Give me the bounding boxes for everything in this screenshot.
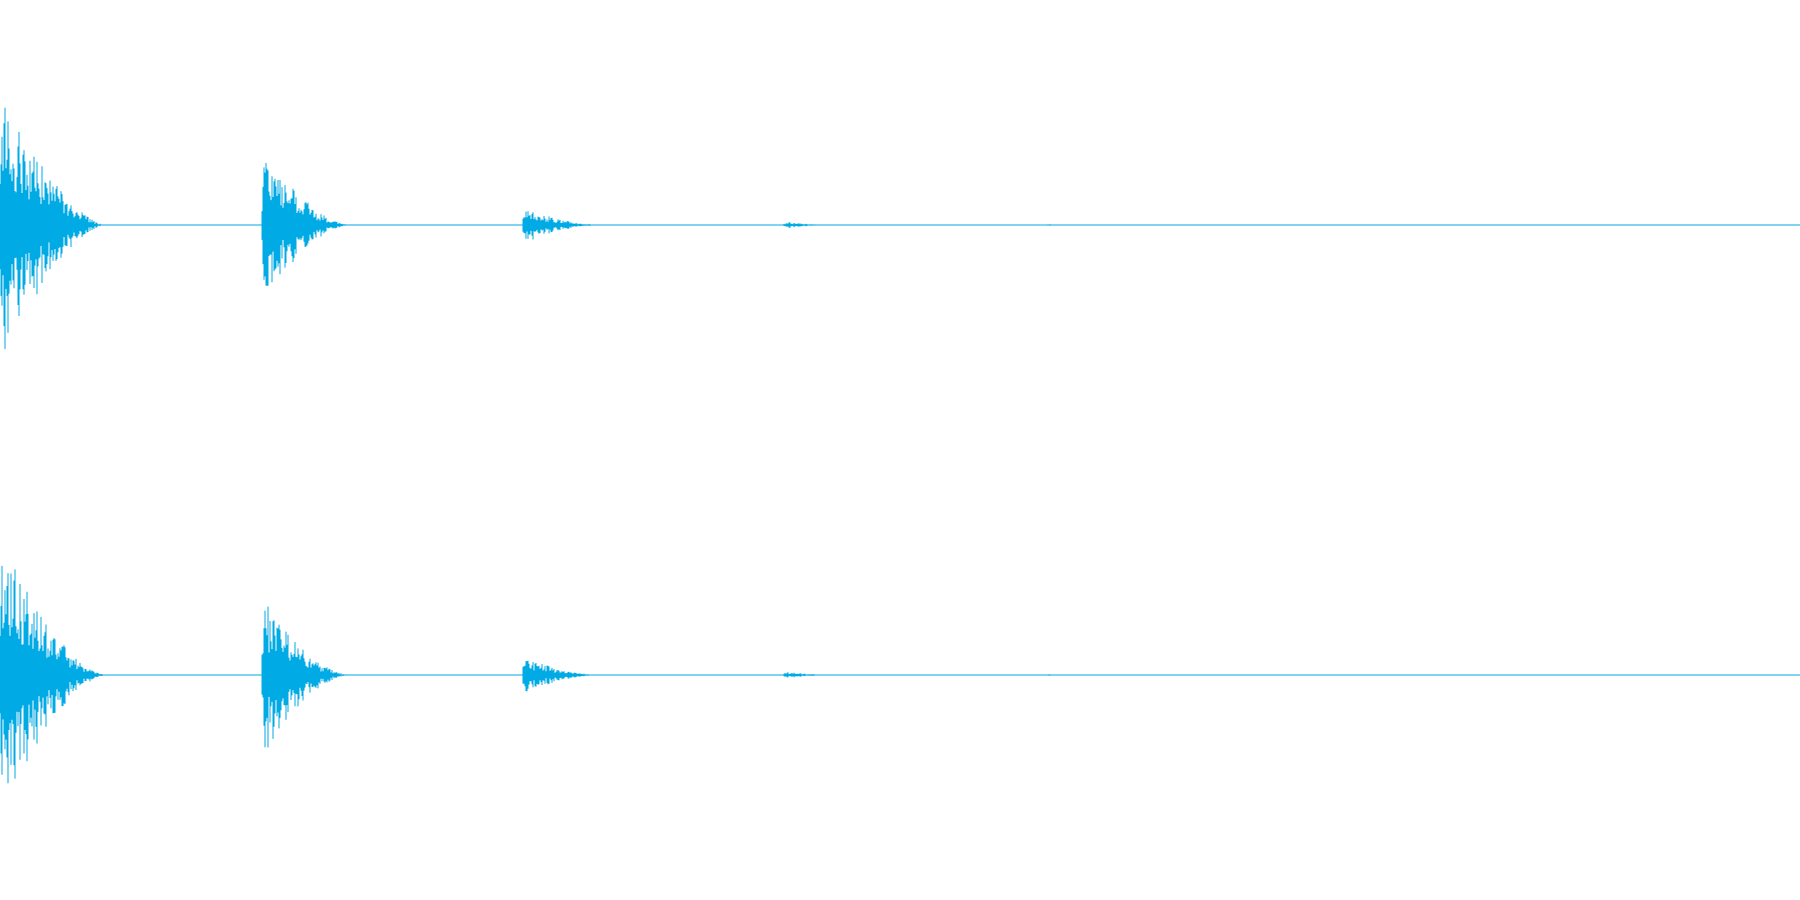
- channel-left-burst-2: [261, 163, 347, 286]
- channel-left-burst-4: [783, 222, 828, 228]
- channel-left-burst-1: [0, 107, 105, 350]
- channel-left-burst-3: [522, 211, 596, 240]
- channel-right-waveform: [0, 565, 1800, 784]
- channel-right-burst-3: [522, 660, 597, 692]
- channel-right-burst-2: [261, 606, 347, 748]
- channel-left-waveform: [0, 107, 1800, 350]
- channel-right-burst-1: [0, 565, 104, 784]
- channel-left-burst-5: [1047, 224, 1056, 226]
- channel-right-burst-5: [1047, 674, 1056, 676]
- channel-right-burst-4: [783, 672, 827, 678]
